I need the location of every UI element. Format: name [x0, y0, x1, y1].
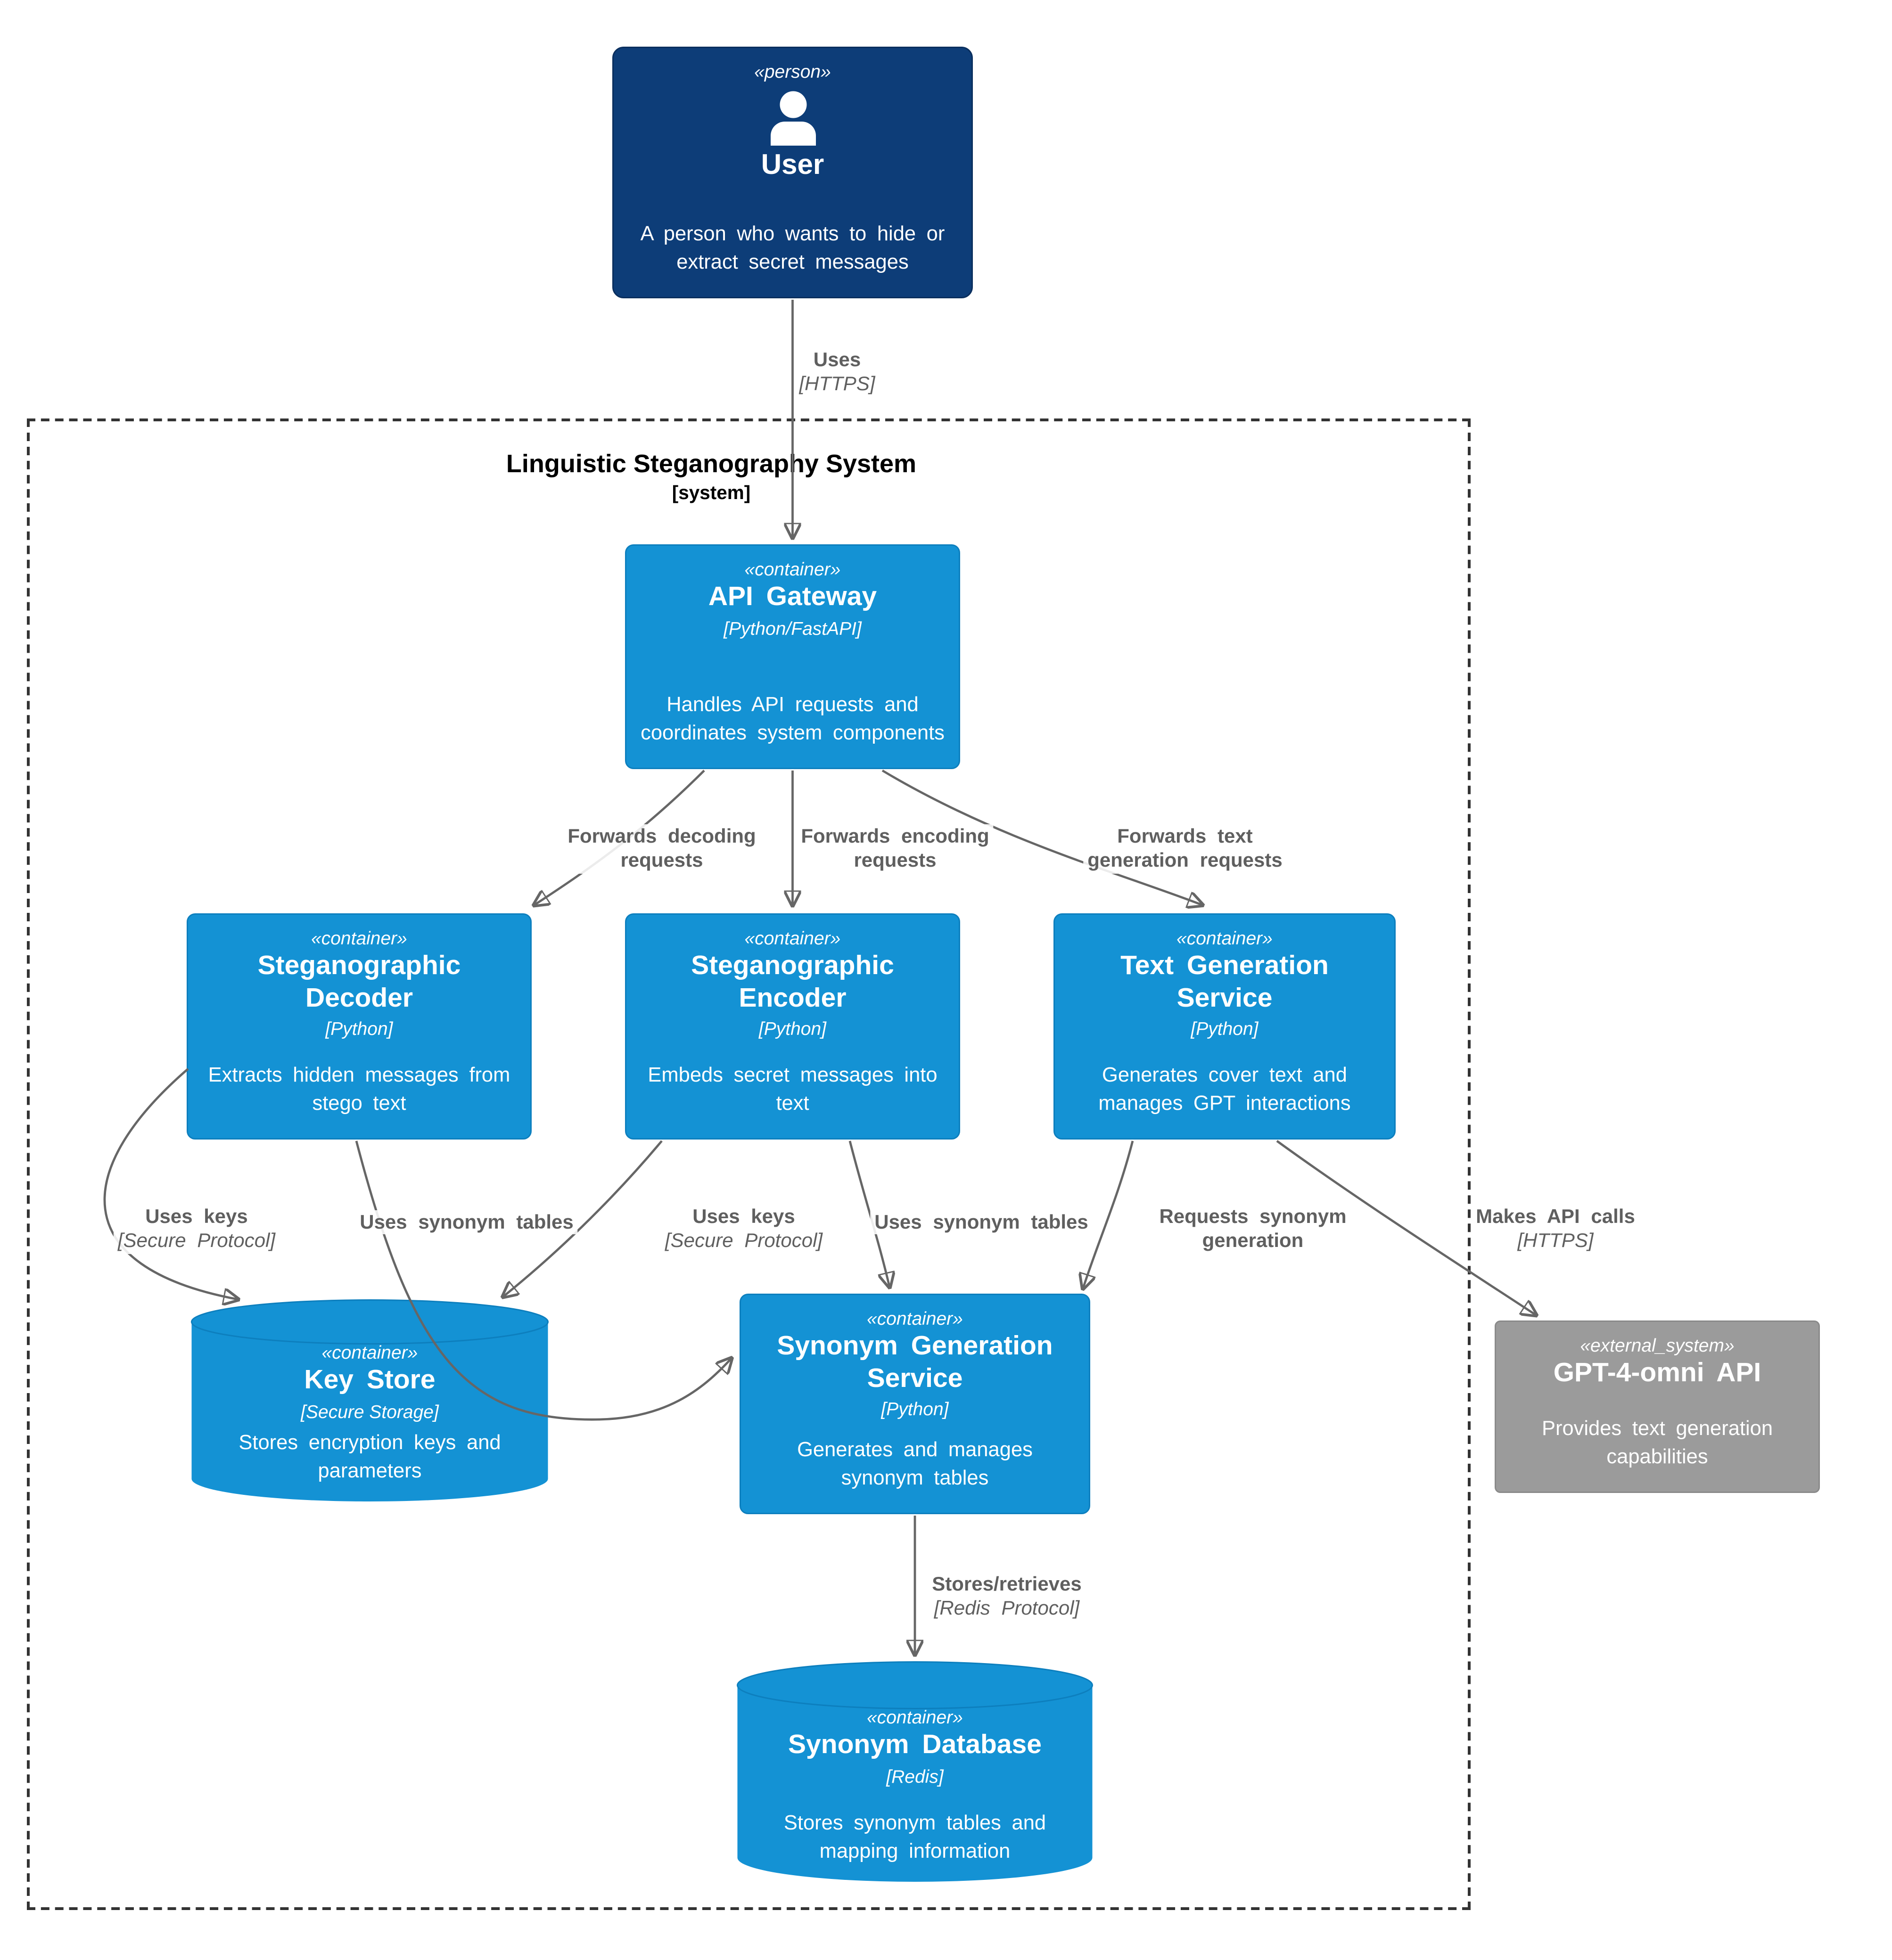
node-steganographic-decoder: «container» Steganographic Decoder [Pyth…	[187, 913, 532, 1140]
api-gateway-name: API Gateway	[708, 582, 877, 613]
api-gateway-description: Handles API requests and coordinates sys…	[641, 694, 945, 745]
synonym-db-tech: [Redis]	[886, 1765, 944, 1787]
edge-label-line: requests	[854, 849, 937, 872]
edge-label-tech: [Secure Protocol]	[665, 1229, 823, 1252]
textgen-description: Generates cover text and manages GPT int…	[1098, 1065, 1351, 1115]
edge-label-line: Uses keys	[145, 1205, 248, 1227]
key-store-description: Stores encryption keys and parameters	[239, 1432, 501, 1483]
key-store-name: Key Store	[304, 1366, 436, 1396]
boundary-subtitle-text: [system]	[672, 482, 751, 503]
gpt-api-stereotype: «external_system»	[1580, 1335, 1735, 1356]
syngen-tech: [Python]	[881, 1398, 949, 1420]
edge-label-line: generation requests	[1087, 849, 1283, 872]
encoder-description: Embeds secret messages into text	[648, 1065, 938, 1115]
edge-label-encoder-uses-keys: Uses keys [Secure Protocol]	[660, 1205, 827, 1254]
key-store-stereotype: «container»	[321, 1342, 418, 1363]
key-store-tech: [Secure Storage]	[301, 1400, 439, 1422]
node-steganographic-encoder: «container» Steganographic Encoder [Pyth…	[625, 913, 960, 1140]
edge-label-decoder-uses-synonym-tables: Uses synonym tables	[355, 1210, 578, 1235]
encoder-tech: [Python]	[758, 1018, 827, 1040]
syngen-stereotype: «container»	[867, 1308, 963, 1329]
gpt-api-description: Provides text generation capabilities	[1541, 1418, 1773, 1468]
edge-label-line: Forwards encoding	[801, 824, 989, 847]
edge-label-stores-retrieves: Stores/retrieves [Redis Protocol]	[928, 1572, 1086, 1622]
node-synonym-generation-service: «container» Synonym Generation Service […	[740, 1294, 1090, 1514]
api-gateway-tech: [Python/FastAPI]	[724, 617, 862, 639]
synonym-db-stereotype: «container»	[867, 1706, 963, 1728]
textgen-tech: [Python]	[1191, 1018, 1259, 1040]
edge-label-line: Forwards text	[1117, 824, 1253, 847]
edge-label-line: Requests synonym	[1159, 1205, 1347, 1227]
textgen-stereotype: «container»	[1176, 927, 1273, 949]
edge-label-uses: Uses [HTTPS]	[795, 348, 880, 397]
node-key-store: «container» Key Store [Secure Storage] S…	[191, 1299, 549, 1503]
person-icon	[770, 91, 815, 146]
edge-label-line: Uses synonym tables	[874, 1210, 1088, 1233]
node-api-gateway: «container» API Gateway [Python/FastAPI]…	[625, 544, 960, 769]
textgen-name: Text Generation Service	[1120, 951, 1329, 1013]
edge-label-line: Uses synonym tables	[360, 1210, 574, 1233]
edge-label-line: Uses keys	[692, 1205, 795, 1227]
edge-label-tech: [Secure Protocol]	[117, 1229, 276, 1252]
edge-label-tech: [HTTPS]	[799, 372, 875, 395]
edge-label-forwards-encoding: Forwards encoding requests	[797, 824, 994, 874]
user-name: User	[761, 150, 824, 181]
edge-label-encoder-uses-synonym-tables: Uses synonym tables	[870, 1210, 1093, 1235]
user-description: A person who wants to hide or extract se…	[640, 223, 945, 274]
synonym-db-description: Stores synonym tables and mapping inform…	[783, 1812, 1046, 1863]
encoder-name: Steganographic Encoder	[691, 951, 894, 1013]
api-gateway-stereotype: «container»	[744, 558, 841, 580]
synonym-db-name: Synonym Database	[788, 1730, 1042, 1761]
edge-label-line: Stores/retrieves	[932, 1572, 1082, 1595]
syngen-description: Generates and manages synonym tables	[797, 1439, 1033, 1490]
edge-label-line: generation	[1202, 1229, 1304, 1252]
syngen-name: Synonym Generation Service	[777, 1332, 1053, 1394]
edge-label-forwards-textgen: Forwards text generation requests	[1083, 824, 1287, 874]
node-text-generation-service: «container» Text Generation Service [Pyt…	[1053, 913, 1396, 1140]
node-synonym-database: «container» Synonym Database [Redis] Sto…	[737, 1661, 1093, 1883]
decoder-description: Extracts hidden messages from stego text	[208, 1065, 510, 1115]
edge-label-line: Forwards decoding	[568, 824, 756, 847]
edge-label-decoder-uses-keys: Uses keys [Secure Protocol]	[113, 1205, 280, 1254]
encoder-stereotype: «container»	[744, 927, 841, 949]
node-gpt-4-omni-api: «external_system» GPT-4-omni API Provide…	[1495, 1320, 1820, 1493]
node-user: «person» User A person who wants to hide…	[612, 47, 973, 298]
decoder-tech: [Python]	[325, 1018, 393, 1040]
system-boundary-title: Linguistic Steganography System [system]	[506, 450, 916, 503]
edge-label-forwards-decoding: Forwards decoding requests	[563, 824, 760, 874]
user-stereotype: «person»	[754, 61, 831, 82]
gpt-api-name: GPT-4-omni API	[1553, 1359, 1761, 1389]
decoder-name: Steganographic Decoder	[257, 951, 461, 1013]
boundary-title-text: Linguistic Steganography System	[506, 450, 917, 478]
decoder-stereotype: «container»	[311, 927, 407, 949]
edge-label-line: requests	[620, 849, 703, 872]
edge-label-line: Uses	[813, 348, 861, 370]
edge-label-makes-api-calls: Makes API calls [HTTPS]	[1472, 1205, 1639, 1254]
edge-label-requests-synonym-generation: Requests synonym generation	[1155, 1205, 1351, 1254]
edge-label-tech: [HTTPS]	[1517, 1229, 1594, 1252]
synonym-database-cylinder-shape	[737, 1661, 1093, 1882]
edge-label-line: Makes API calls	[1476, 1205, 1635, 1227]
edge-label-tech: [Redis Protocol]	[934, 1597, 1080, 1620]
